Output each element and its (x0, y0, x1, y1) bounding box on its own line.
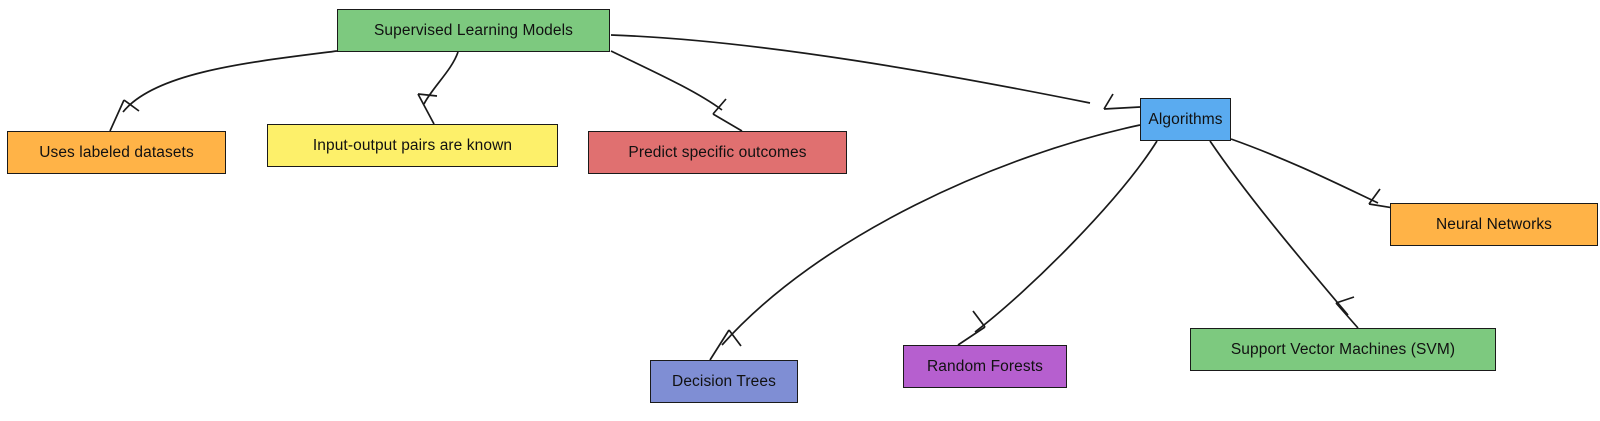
node-supervised-learning-models[interactable]: Supervised Learning Models (337, 9, 610, 52)
node-label: Input-output pairs are known (312, 136, 513, 154)
edge-algorithms-to-support_vector_machines (1209, 140, 1359, 329)
edge-algorithms-to-decision_trees (709, 124, 1141, 361)
arrow-head-icon (109, 99, 140, 132)
node-decision-trees[interactable]: Decision Trees (650, 360, 798, 403)
node-label: Support Vector Machines (SVM) (1230, 340, 1456, 358)
node-label: Uses labeled datasets (39, 143, 194, 161)
node-label: Algorithms (1148, 110, 1223, 128)
arrow-head-icon (417, 93, 438, 125)
node-input-output-pairs-are-known[interactable]: Input-output pairs are known (267, 124, 558, 167)
arrow-head-icon (1335, 296, 1359, 329)
edge-supervised_learning_models-to-predict_specific_outcomes (610, 50, 743, 132)
edge-supervised_learning_models-to-input_output_pairs_are_known (417, 51, 459, 125)
edge-algorithms-to-neural_networks (1230, 138, 1401, 210)
edge-supervised_learning_models-to-uses_labeled_datasets (109, 50, 338, 132)
node-algorithms[interactable]: Algorithms (1140, 98, 1231, 141)
node-label: Neural Networks (1435, 215, 1553, 233)
arrow-head-icon (709, 329, 742, 361)
edge-algorithms-to-random_forests (957, 140, 1158, 346)
node-support-vector-machines[interactable]: Support Vector Machines (SVM) (1190, 328, 1496, 371)
arrow-head-icon (957, 310, 986, 346)
arrow-head-icon (1103, 93, 1141, 110)
node-label: Decision Trees (672, 372, 776, 390)
node-label: Predict specific outcomes (628, 143, 807, 161)
node-label: Supervised Learning Models (373, 21, 574, 39)
node-random-forests[interactable]: Random Forests (903, 345, 1067, 388)
arrow-head-icon (712, 98, 743, 132)
node-neural-networks[interactable]: Neural Networks (1390, 203, 1598, 246)
edge-supervised_learning_models-to-algorithms (610, 34, 1141, 110)
node-predict-specific-outcomes[interactable]: Predict specific outcomes (588, 131, 847, 174)
node-uses-labeled-datasets[interactable]: Uses labeled datasets (7, 131, 226, 174)
node-label: Random Forests (927, 357, 1043, 375)
